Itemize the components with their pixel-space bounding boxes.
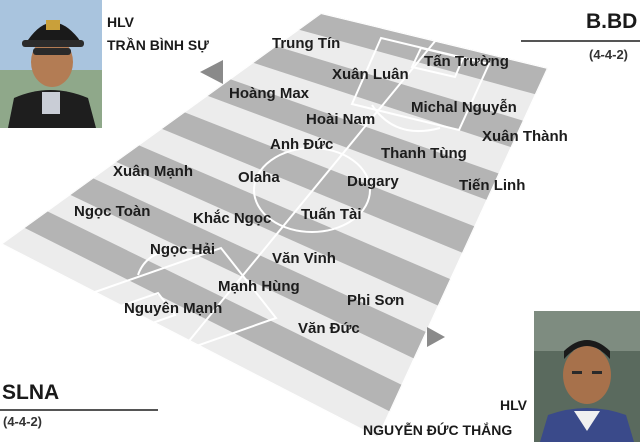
arrow-right-icon xyxy=(427,327,445,347)
away-team-name: SLNA xyxy=(2,381,60,404)
home-coach-photo xyxy=(0,0,102,128)
home-coach-name: TRẦN BÌNH SỰ xyxy=(107,37,209,53)
player-label: Mạnh Hùng xyxy=(218,278,300,295)
home-coach-title: HLV xyxy=(107,14,134,30)
player-label: Phi Sơn xyxy=(347,292,405,309)
player-label: Tấn Trường xyxy=(424,53,509,70)
home-team-underline xyxy=(521,40,640,42)
player-label: Xuân Luân xyxy=(332,66,409,83)
player-label: Hoài Nam xyxy=(306,111,376,128)
player-label: Anh Đức xyxy=(270,136,334,153)
player-label: Tuấn Tài xyxy=(301,206,362,223)
away-team-underline xyxy=(0,409,158,411)
away-coach-title: HLV xyxy=(500,397,527,413)
player-label: Văn Đức xyxy=(298,320,360,337)
player-label: Dugary xyxy=(347,173,399,190)
top-goal-box xyxy=(410,46,465,79)
halfway-line xyxy=(188,39,437,342)
home-formation: (4-4-2) xyxy=(589,47,629,62)
pitch-stripe xyxy=(298,13,548,95)
top-penalty-arc xyxy=(371,104,441,132)
away-coach-photo xyxy=(534,311,640,442)
player-label: Khắc Ngọc xyxy=(193,210,272,227)
center-circle xyxy=(253,147,371,233)
player-label: Trung Tín xyxy=(272,35,341,52)
pitch-stripe xyxy=(252,46,524,148)
player-label: Michal Nguyễn xyxy=(411,99,517,116)
player-label: Hoàng Max xyxy=(229,85,310,102)
player-label: Văn Vinh xyxy=(272,250,336,267)
player-label: Nguyên Mạnh xyxy=(124,300,223,317)
home-team-name: B.BD xyxy=(586,10,638,33)
player-label: Thanh Tùng xyxy=(381,145,467,162)
player-label: Olaha xyxy=(238,169,280,186)
bottom-penalty-arc xyxy=(137,248,211,276)
player-label: Ngọc Toàn xyxy=(74,203,151,220)
player-label: Xuân Mạnh xyxy=(113,163,194,180)
away-formation: (4-4-2) xyxy=(3,414,43,429)
arrow-left-icon xyxy=(200,60,223,84)
pitch-boundary xyxy=(1,13,548,438)
player-label: Xuân Thành xyxy=(482,128,568,145)
player-label: Ngọc Hải xyxy=(150,241,216,258)
away-coach-name: NGUYỄN ĐỨC THẮNG xyxy=(363,422,513,438)
player-label: Tiến Linh xyxy=(459,177,526,194)
